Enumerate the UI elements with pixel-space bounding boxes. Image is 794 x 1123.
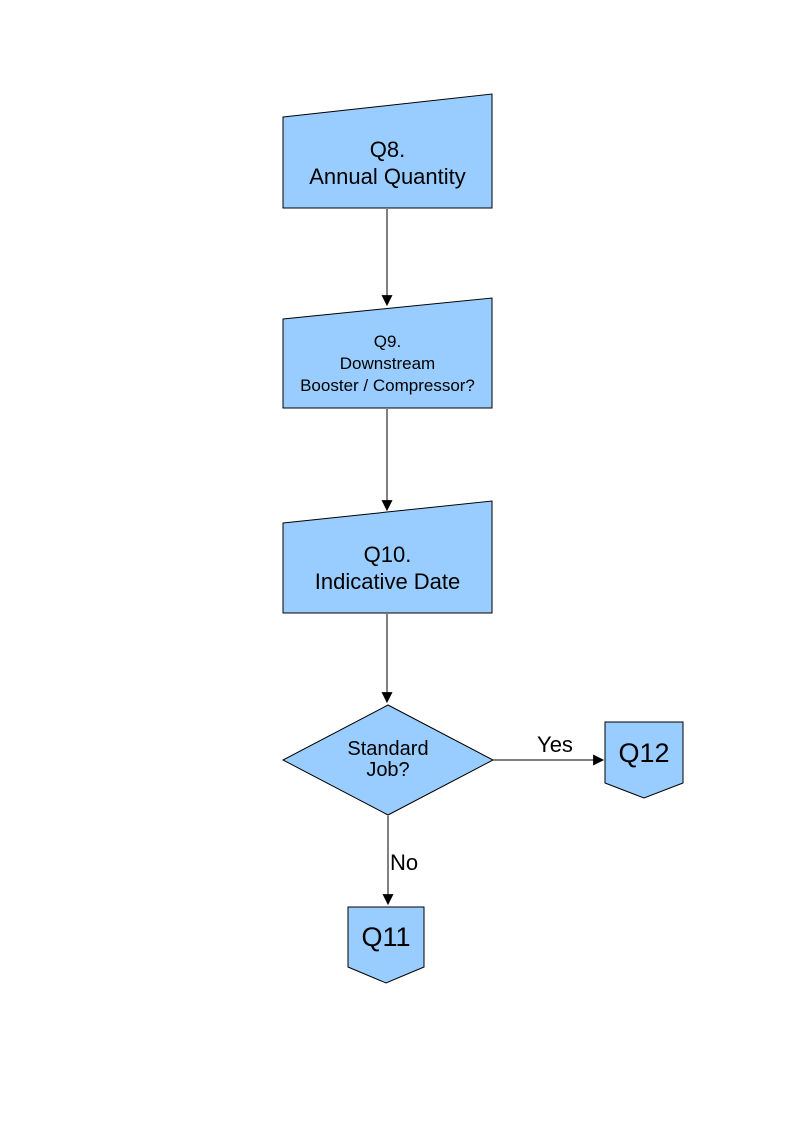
decision-node-shape bbox=[281, 704, 495, 816]
q8-node-shape bbox=[282, 93, 493, 209]
q10-line-2: Indicative Date bbox=[314, 569, 461, 594]
no-edge-label: No bbox=[390, 850, 419, 875]
q10-node-label: Q10. Indicative Date bbox=[283, 523, 492, 613]
q12-node-label: Q12 bbox=[605, 722, 683, 783]
q9-line-1: Q9. bbox=[373, 331, 402, 351]
q8-line-1: Q8. bbox=[369, 136, 406, 162]
q9-node-shape bbox=[282, 297, 493, 409]
q9-line-2: Downstream bbox=[339, 353, 436, 373]
yes-edge-label: Yes bbox=[537, 732, 573, 757]
q11-node-label: Q11 bbox=[348, 907, 424, 967]
q12-line-1: Q12 bbox=[618, 737, 670, 768]
q9-line-3: Booster / Compressor? bbox=[300, 375, 475, 395]
q8-node-label: Q8. Annual Quantity bbox=[283, 117, 492, 208]
decision-line-2: Job? bbox=[366, 759, 410, 781]
q11-line-1: Q11 bbox=[361, 922, 411, 952]
decision-node-label: Standard Job? bbox=[283, 705, 493, 815]
q11-node-shape bbox=[347, 906, 425, 984]
q10-node-shape bbox=[282, 500, 493, 614]
q8-line-2: Annual Quantity bbox=[309, 163, 466, 189]
q12-node-shape bbox=[604, 721, 684, 799]
q10-line-1: Q10. bbox=[363, 542, 412, 567]
decision-line-1: Standard bbox=[347, 738, 429, 760]
q9-node-label: Q9. Downstream Booster / Compressor? bbox=[283, 319, 492, 408]
